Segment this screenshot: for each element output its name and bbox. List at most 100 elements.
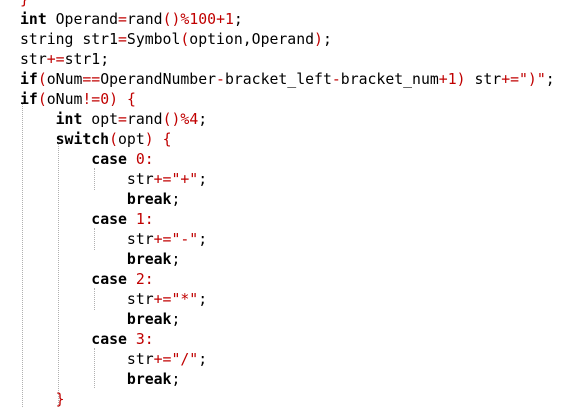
- punct-token: ;: [198, 171, 208, 188]
- operator-token: =: [118, 31, 127, 48]
- bracket-token: {: [162, 131, 172, 148]
- code-line[interactable]: str+="-";: [20, 230, 207, 250]
- bracket-token: ): [456, 71, 466, 88]
- indent: [20, 371, 127, 388]
- bracket-token: ): [109, 91, 119, 108]
- code-line[interactable]: case 0:: [20, 150, 154, 170]
- bracket-token: ): [314, 31, 323, 48]
- keyword-token: break: [126, 311, 172, 328]
- keyword-token: case: [91, 151, 127, 168]
- identifier-token: rand: [126, 11, 163, 28]
- code-line[interactable]: break;: [20, 250, 180, 270]
- identifier-token: oNum: [46, 71, 83, 88]
- code-line[interactable]: break;: [20, 310, 180, 330]
- punct-token: ,: [242, 31, 252, 48]
- keyword-token: if: [20, 71, 38, 88]
- identifier-token: oNum: [46, 91, 83, 108]
- keyword-token: int: [20, 11, 47, 28]
- code-line[interactable]: if(oNum!=0) {: [20, 90, 136, 110]
- code-line[interactable]: switch(opt) {: [20, 130, 172, 150]
- identifier-token: opt: [118, 131, 145, 148]
- indent: [20, 251, 127, 268]
- indent-guide: [94, 348, 95, 388]
- code-line[interactable]: if(oNum==OperandNumber-bracket_left-brac…: [20, 70, 555, 90]
- code-line[interactable]: str+="*";: [20, 290, 207, 310]
- indent: [20, 211, 91, 228]
- code-line[interactable]: break;: [20, 190, 180, 210]
- code-line[interactable]: str+=str1;: [20, 50, 109, 70]
- identifier-token: str: [20, 51, 47, 68]
- code-line[interactable]: int opt=rand()%4;: [20, 110, 208, 130]
- identifier-token: Operand: [251, 31, 315, 48]
- indent-guide: [94, 168, 95, 190]
- punct-token: [118, 91, 127, 108]
- punct-token: ;: [171, 191, 181, 208]
- keyword-token: case: [91, 271, 127, 288]
- punct-token: [127, 331, 136, 348]
- punct-token: [127, 271, 136, 288]
- indent: [20, 111, 56, 128]
- code-line[interactable]: case 1:: [20, 210, 153, 230]
- punct-token: ;: [198, 291, 208, 308]
- indent: [20, 131, 56, 148]
- operator-token: =: [118, 11, 127, 28]
- code-line[interactable]: break;: [20, 370, 180, 390]
- indent: [20, 231, 127, 248]
- indent-guide: [22, 104, 23, 407]
- code-line[interactable]: case 2:: [20, 270, 153, 290]
- identifier-token: Symbol: [126, 31, 181, 48]
- operator-token: :: [144, 331, 154, 348]
- string-token: "*": [171, 291, 199, 308]
- punct-token: ;: [322, 31, 332, 48]
- code-line[interactable]: str+="+";: [20, 170, 207, 190]
- punct-token: ;: [100, 51, 110, 68]
- identifier-token: str: [465, 71, 502, 88]
- bracket-token: }: [20, 0, 29, 8]
- indent: [20, 291, 127, 308]
- operator-token: +: [216, 11, 225, 28]
- punct-token: Operand: [46, 11, 119, 28]
- punct-token: ;: [233, 11, 243, 28]
- punct-token: [127, 211, 136, 228]
- keyword-token: break: [126, 251, 172, 268]
- bracket-token: (): [162, 111, 181, 128]
- indent: [20, 151, 91, 168]
- identifier-token: OperandNumber: [100, 71, 217, 88]
- identifier-token: str: [126, 231, 154, 248]
- indent: [20, 391, 56, 408]
- operator-token: ==: [82, 71, 101, 88]
- identifier-token: string str1: [20, 31, 118, 48]
- operator-token: +=: [153, 171, 172, 188]
- code-line[interactable]: string str1=Symbol(option,Operand);: [20, 30, 332, 50]
- bracket-token: {: [126, 91, 136, 108]
- bracket-token: ): [144, 131, 154, 148]
- operator-token: +=: [46, 51, 65, 68]
- code-line[interactable]: }: [20, 390, 65, 410]
- identifier-token: rand: [126, 111, 163, 128]
- number-token: 3: [135, 331, 145, 348]
- identifier-token: option: [189, 31, 243, 48]
- indent-guide: [58, 144, 59, 407]
- operator-token: :: [144, 151, 154, 168]
- bracket-token: (): [162, 11, 181, 28]
- string-token: "-": [171, 231, 199, 248]
- operator-token: !=: [82, 91, 101, 108]
- code-line[interactable]: }: [20, 0, 29, 10]
- indent: [20, 191, 127, 208]
- keyword-token: case: [91, 211, 127, 228]
- code-line[interactable]: case 3:: [20, 330, 154, 350]
- identifier-token: str1: [64, 51, 101, 68]
- keyword-token: case: [91, 331, 127, 348]
- number-token: 0: [135, 151, 145, 168]
- punct-token: ;: [198, 111, 208, 128]
- indent: [20, 171, 127, 188]
- punct-token: ;: [171, 251, 181, 268]
- string-token: "/": [171, 351, 199, 368]
- bracket-token: (: [109, 131, 119, 148]
- code-line[interactable]: str+="/";: [20, 350, 207, 370]
- number-token: 1: [135, 211, 145, 228]
- punct-token: [154, 131, 163, 148]
- code-line[interactable]: int Operand=rand()%100+1;: [20, 10, 243, 30]
- indent: [20, 311, 127, 328]
